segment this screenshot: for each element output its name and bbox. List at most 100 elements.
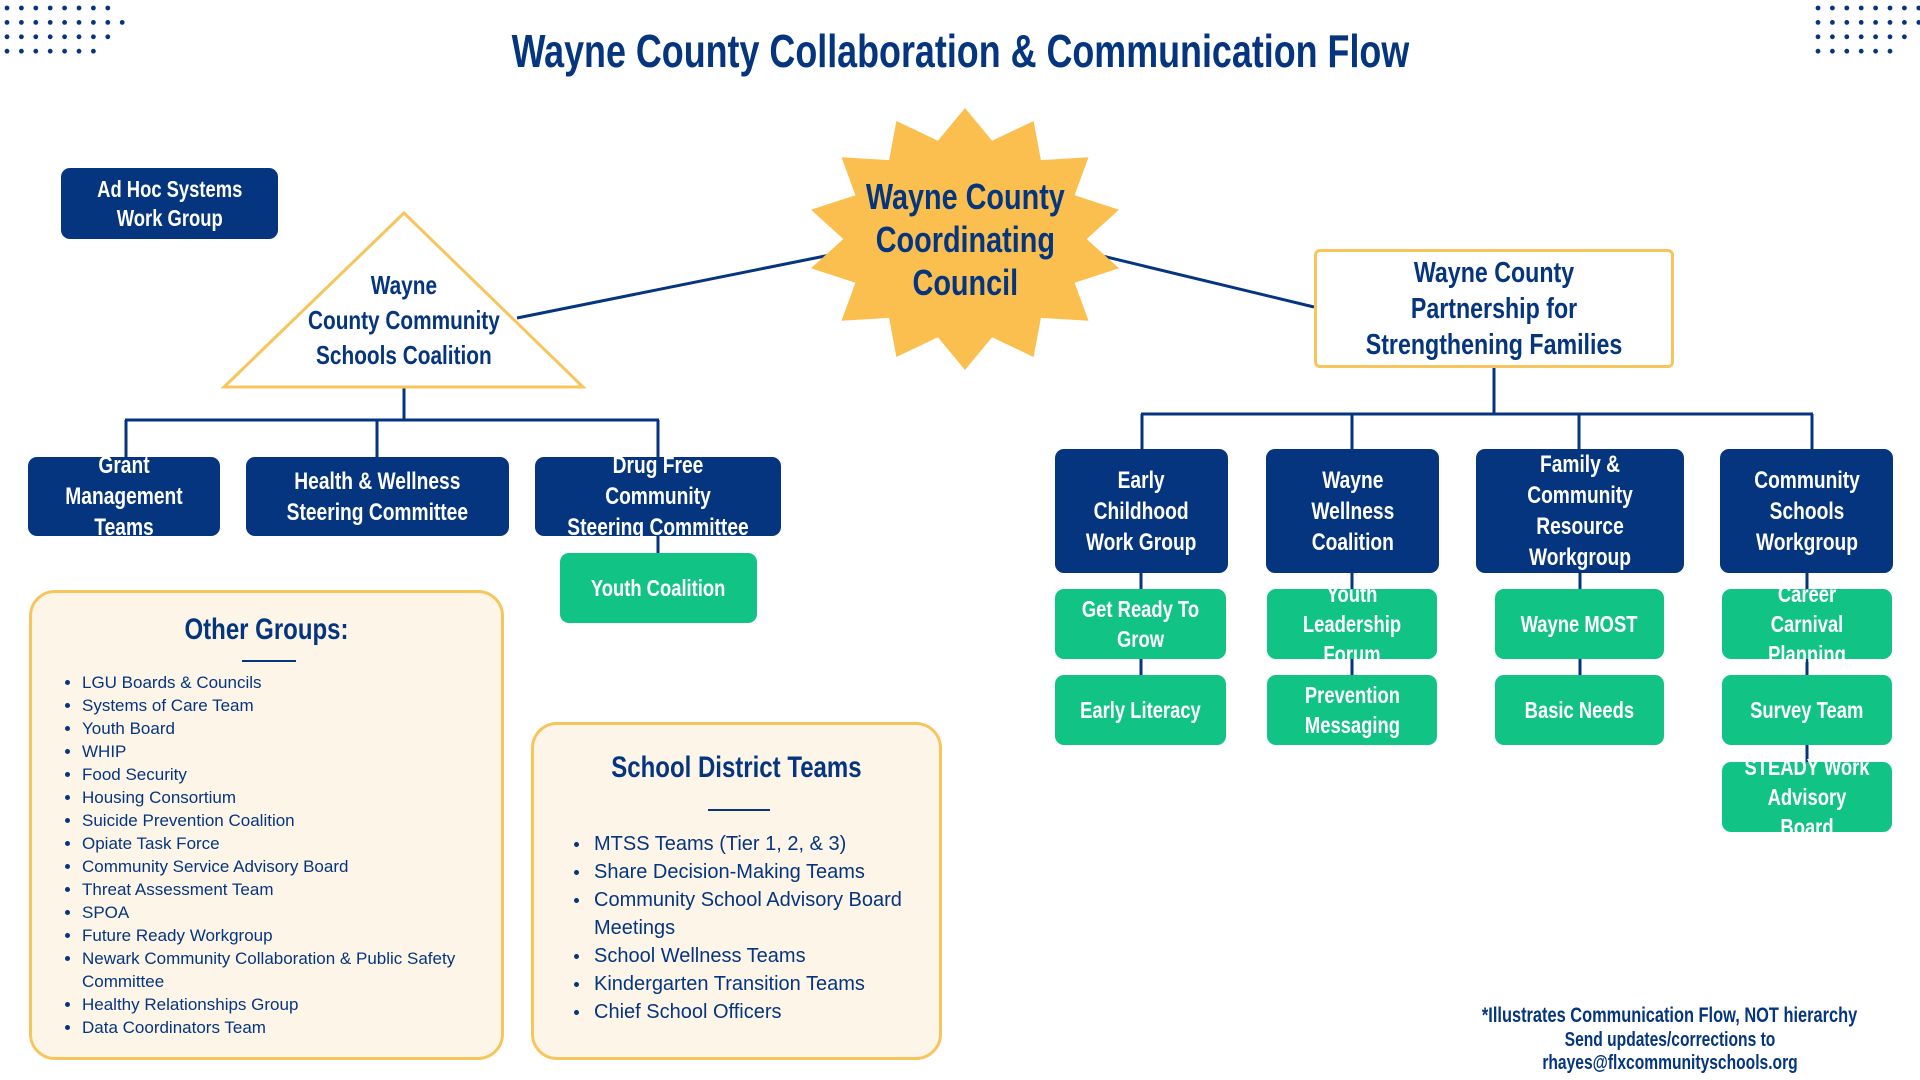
list-item: Newark Community Collaboration & Public … [65, 947, 492, 993]
list-item: Food Security [65, 763, 492, 786]
dot [76, 5, 82, 11]
page-title: Wayne County Collaboration & Communicati… [511, 25, 1409, 77]
dot [1902, 20, 1907, 25]
dot [1844, 20, 1850, 25]
partnership-box: Wayne County Partnership for Strengtheni… [1314, 249, 1674, 368]
dot [47, 48, 53, 54]
dot [4, 20, 10, 25]
dot [1830, 5, 1835, 11]
steady-work-advisory-board: STEADY Work Advisory Board [1722, 754, 1892, 840]
early-literacy: Early Literacy [1055, 675, 1226, 745]
dot [1815, 5, 1821, 11]
list-item: Data Coordinators Team [65, 1016, 492, 1039]
school-district-title: School District Teams [611, 751, 862, 784]
dot [1873, 5, 1878, 11]
drug-free-community-steering-committee: Drug Free Community Steering Committee [535, 452, 781, 541]
list-item: Future Ready Workgroup [65, 924, 492, 947]
dot [1858, 5, 1864, 11]
dot [91, 20, 96, 25]
list-item: Kindergarten Transition Teams [574, 970, 934, 998]
dot [19, 34, 24, 40]
decorative-dots-top-left [4, 5, 125, 54]
footer-contact: Send updates/corrections to rhayes@flxco… [1542, 1029, 1798, 1074]
career-carnival-planning: Career Carnival Planning [1722, 581, 1892, 667]
dot [47, 20, 53, 25]
dot [1916, 5, 1920, 11]
community-schools-workgroup: Community Schools Workgroup [1720, 449, 1893, 573]
youth-coalition: Youth Coalition [560, 553, 757, 623]
dot [1858, 48, 1864, 54]
dot [119, 20, 125, 25]
school-district-list: MTSS Teams (Tier 1, 2, & 3)Share Decisio… [574, 830, 934, 1026]
dot [76, 48, 82, 54]
dot [76, 20, 82, 25]
dot [1844, 48, 1850, 54]
dot [1858, 20, 1864, 25]
council-starburst [811, 108, 1119, 370]
footer-note: *Illustrates Communication Flow, NOT hie… [1482, 1004, 1858, 1027]
council-label: Wayne County Coordinating Council [865, 176, 1065, 303]
dot [76, 34, 82, 40]
dot [62, 34, 67, 40]
list-item: Share Decision-Making Teams [574, 858, 934, 886]
dot [4, 48, 10, 54]
list-item: MTSS Teams (Tier 1, 2, & 3) [574, 830, 934, 858]
prevention-messaging: Prevention Messaging [1267, 675, 1437, 745]
dot [1873, 20, 1878, 25]
dot [91, 5, 96, 11]
wayne-most: Wayne MOST [1495, 589, 1664, 659]
dot [1830, 20, 1835, 25]
grant-management-teams: Grant Management Teams [28, 452, 220, 541]
dot [1844, 5, 1850, 11]
dot [1858, 34, 1864, 40]
list-item: Youth Board [65, 717, 492, 740]
list-item: LGU Boards & Councils [65, 671, 492, 694]
basic-needs: Basic Needs [1495, 675, 1664, 745]
dot [1887, 5, 1893, 11]
get-ready-to-grow: Get Ready To Grow [1055, 589, 1226, 659]
dot [1887, 34, 1893, 40]
youth-leadership-forum: Youth Leadership Forum [1267, 581, 1437, 667]
dot [33, 20, 39, 25]
dot [1873, 34, 1878, 40]
divider [708, 809, 770, 811]
dot [33, 34, 39, 40]
early-childhood-work-group: Early Childhood Work Group [1055, 449, 1228, 573]
list-item: Systems of Care Team [65, 694, 492, 717]
dot [105, 34, 111, 40]
dot [1844, 34, 1850, 40]
coalition-triangle [220, 210, 587, 389]
dot [47, 34, 53, 40]
dot [19, 20, 24, 25]
dot [33, 5, 39, 11]
connector-council-partnership [1089, 251, 1315, 309]
dot [105, 5, 111, 11]
list-item: Community School Advisory Board Meetings [574, 886, 934, 942]
connector-coalition-council [516, 251, 841, 320]
list-item: Chief School Officers [574, 998, 934, 1026]
dot [4, 34, 10, 40]
list-item: SPOA [65, 901, 492, 924]
list-item: Threat Assessment Team [65, 878, 492, 901]
dot [1902, 34, 1907, 40]
dot [62, 48, 67, 54]
dot [62, 5, 67, 11]
dot [19, 5, 24, 11]
dot [1815, 48, 1821, 54]
survey-team: Survey Team [1722, 675, 1892, 745]
other-groups-title: Other Groups: [184, 613, 349, 646]
left-tree-connectors [124, 387, 660, 553]
coalition-label: Wayne County Community Schools Coalition [308, 270, 500, 370]
dot [1815, 34, 1821, 40]
family-community-resource-workgroup: Family & Community Resource Workgroup [1476, 449, 1684, 573]
dot [105, 20, 111, 25]
health-wellness-steering-committee: Health & Wellness Steering Committee [246, 457, 509, 536]
list-item: Healthy Relationships Group [65, 993, 492, 1016]
list-item: Opiate Task Force [65, 832, 492, 855]
dot [1830, 34, 1835, 40]
list-item: Community Service Advisory Board [65, 855, 492, 878]
dot [1873, 48, 1878, 54]
list-item: School Wellness Teams [574, 942, 934, 970]
